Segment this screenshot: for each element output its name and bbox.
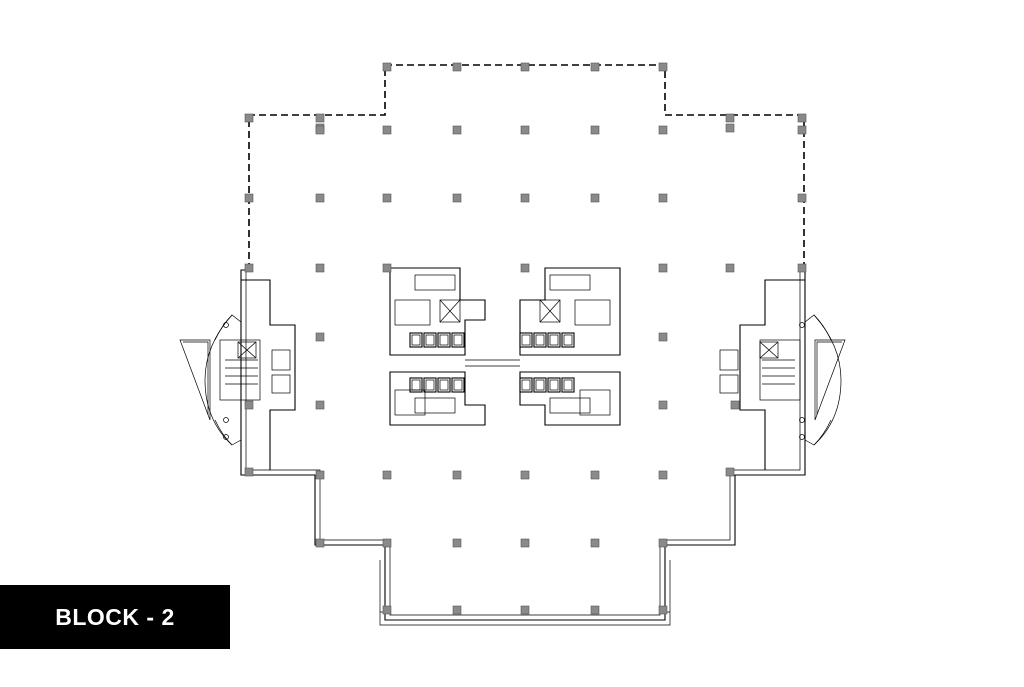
column	[452, 125, 462, 135]
column	[452, 538, 462, 548]
central-core	[389, 267, 621, 426]
column	[797, 193, 807, 203]
column	[730, 400, 740, 410]
column	[452, 62, 462, 72]
elevator-cab	[549, 379, 559, 391]
column	[382, 538, 392, 548]
column	[315, 400, 325, 410]
upper-facade	[248, 64, 805, 270]
column	[244, 467, 254, 477]
elevator-car	[423, 332, 437, 348]
column	[658, 605, 668, 615]
column	[725, 263, 735, 273]
elevator-banks	[409, 332, 575, 393]
elevator-car	[519, 377, 533, 393]
column	[725, 113, 735, 123]
elevator-car	[451, 377, 465, 393]
column	[382, 193, 392, 203]
column	[382, 62, 392, 72]
column	[452, 193, 462, 203]
elevator-cab	[439, 334, 449, 346]
column	[520, 538, 530, 548]
column	[315, 125, 325, 135]
east-wing	[719, 279, 846, 470]
column	[658, 193, 668, 203]
elevator-car	[547, 377, 561, 393]
column	[520, 193, 530, 203]
column	[658, 62, 668, 72]
elevator-car	[533, 332, 547, 348]
column	[520, 125, 530, 135]
column	[315, 193, 325, 203]
lower-facade-inner	[245, 272, 801, 616]
column	[797, 263, 807, 273]
elevator-cab	[521, 379, 531, 391]
column	[382, 605, 392, 615]
elevator-cab	[425, 379, 435, 391]
elevator-car	[519, 332, 533, 348]
column	[315, 538, 325, 548]
column	[797, 113, 807, 123]
elevator-cab	[411, 379, 421, 391]
column	[452, 470, 462, 480]
column	[658, 332, 668, 342]
elevator-car	[437, 377, 451, 393]
column	[382, 470, 392, 480]
elevator-car	[561, 332, 575, 348]
column	[382, 125, 392, 135]
column	[315, 470, 325, 480]
column	[520, 605, 530, 615]
block-label: BLOCK - 2	[0, 585, 230, 649]
elevator-cab	[549, 334, 559, 346]
column	[382, 263, 392, 273]
elevator-cab	[563, 334, 573, 346]
elevator-cab	[411, 334, 421, 346]
elevator-car	[409, 377, 423, 393]
column	[590, 62, 600, 72]
structural-columns	[244, 62, 807, 615]
elevator-cab	[535, 379, 545, 391]
column	[244, 400, 254, 410]
column	[658, 125, 668, 135]
column	[315, 332, 325, 342]
elevator-car	[423, 377, 437, 393]
column	[315, 263, 325, 273]
elevator-car	[533, 377, 547, 393]
elevator-cab	[563, 379, 573, 391]
west-wing	[179, 279, 296, 470]
column	[520, 62, 530, 72]
elevator-cab	[425, 334, 435, 346]
column	[590, 605, 600, 615]
lower-facade	[240, 269, 806, 621]
column	[315, 113, 325, 123]
column	[797, 125, 807, 135]
elevator-cab	[453, 379, 463, 391]
column	[725, 123, 735, 133]
elevator-car	[409, 332, 423, 348]
elevator-cab	[535, 334, 545, 346]
column	[520, 263, 530, 273]
column	[590, 125, 600, 135]
column	[590, 470, 600, 480]
column	[725, 467, 735, 477]
column	[658, 470, 668, 480]
elevator-car	[547, 332, 561, 348]
column	[244, 263, 254, 273]
column	[658, 400, 668, 410]
column	[590, 193, 600, 203]
column	[244, 193, 254, 203]
column	[658, 538, 668, 548]
column	[452, 605, 462, 615]
column	[520, 470, 530, 480]
elevator-cab	[453, 334, 463, 346]
elevator-car	[561, 377, 575, 393]
elevator-cab	[439, 379, 449, 391]
elevator-car	[451, 332, 465, 348]
elevator-cab	[521, 334, 531, 346]
column	[590, 538, 600, 548]
column	[658, 263, 668, 273]
column	[244, 113, 254, 123]
elevator-car	[437, 332, 451, 348]
